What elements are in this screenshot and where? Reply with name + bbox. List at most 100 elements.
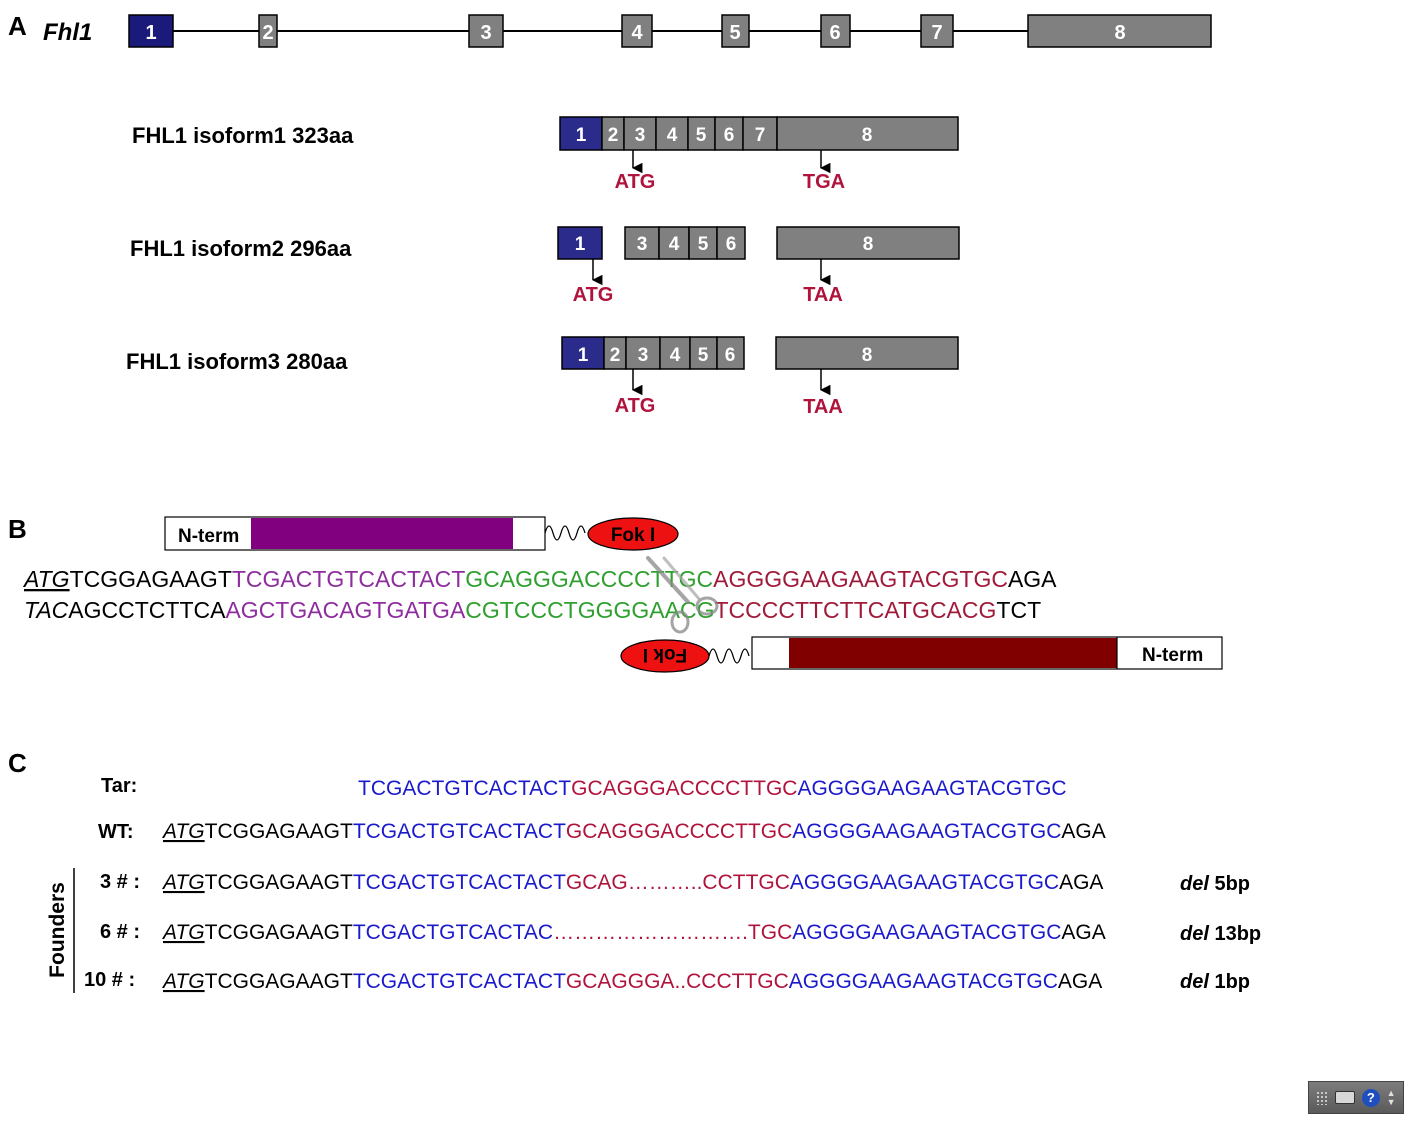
f10-right-arm: AGGGGAAGAAGTACGTGC bbox=[789, 970, 1058, 993]
wt-atg: ATG bbox=[161, 820, 205, 843]
seq-top-atg: ATG bbox=[22, 566, 70, 592]
f6-right-arm: AGGGGAAGAAGTACGTGC bbox=[792, 921, 1061, 944]
row-label-10: 10 # : bbox=[84, 969, 135, 991]
talen-bottom: Fok I N-term bbox=[620, 636, 1223, 673]
panel-b: B N-term Fok I ATGTCGGAGAAGTTCGACTGTCACT… bbox=[8, 514, 1223, 673]
exon-8: 8 bbox=[1027, 14, 1212, 48]
isoform-2: FHL1 isoform2 296aa 1 3 4 5 6 8 ATG TAA bbox=[130, 226, 960, 306]
f10-flank: TCGGAGAAGT bbox=[205, 970, 353, 993]
wt-right-arm: AGGGGAAGAAGTACGTGC bbox=[792, 820, 1061, 843]
seq-row-6: ATGTCGGAGAAGTTCGACTGTCACTAC……………………….TGC… bbox=[161, 921, 1106, 944]
seq-top-flank: TCGGAGAAGT bbox=[70, 566, 232, 592]
del-10-word: del bbox=[1180, 971, 1209, 993]
iso2-exon-6 bbox=[716, 226, 746, 260]
iso3-start-codon: ATG bbox=[615, 395, 656, 417]
iso3-exon-1 bbox=[561, 336, 605, 370]
svg-text:3: 3 bbox=[480, 22, 491, 44]
exon-3: 3 bbox=[468, 14, 504, 48]
seq-bottom: TACAGCCTCTTCAAGCTGACAGTGATGACGTCCCTGGGGA… bbox=[24, 597, 1041, 623]
svg-text:5: 5 bbox=[698, 234, 709, 255]
del-3-size: 5bp bbox=[1214, 873, 1250, 895]
keyboard-icon[interactable] bbox=[1335, 1091, 1356, 1104]
talen-bottom-linker bbox=[708, 648, 750, 664]
svg-text:4: 4 bbox=[667, 125, 678, 146]
viewer-toolbar: ? ▲▼ bbox=[1308, 1081, 1404, 1114]
panel-a: A Fhl1 1 2 3 4 5 6 7 8 FHL1 isoform1 323… bbox=[8, 11, 1212, 418]
iso1-start-codon: ATG bbox=[615, 171, 656, 193]
exon-7: 7 bbox=[920, 14, 954, 48]
f10-atg: ATG bbox=[161, 970, 205, 993]
gene-name: Fhl1 bbox=[43, 19, 92, 46]
exon-1: 1 bbox=[128, 14, 174, 48]
svg-text:4: 4 bbox=[631, 22, 643, 44]
del-10-size: 1bp bbox=[1214, 971, 1250, 993]
f3-right-arm: AGGGGAAGAAGTACGTGC bbox=[790, 871, 1059, 894]
f3-spacer: GCAG………..CCTTGC bbox=[566, 871, 790, 894]
seq-top-left-arm: TCGACTGTCACTACT bbox=[232, 566, 465, 592]
svg-text:2: 2 bbox=[610, 345, 621, 366]
svg-text:4: 4 bbox=[670, 345, 681, 366]
exon-4: 4 bbox=[621, 14, 653, 48]
isoform-1-label: FHL1 isoform1 323aa bbox=[132, 123, 354, 148]
scissors-icon bbox=[646, 556, 719, 634]
iso2-exon-4 bbox=[658, 226, 690, 260]
seq-bottom-left-arm: AGCTGACAGTGATGA bbox=[225, 597, 465, 623]
row-label-3: 3 # : bbox=[100, 871, 140, 893]
panel-b-letter: B bbox=[8, 514, 27, 544]
del-3-word: del bbox=[1180, 873, 1209, 895]
isoform-1: FHL1 isoform1 323aa 1 2 3 4 5 6 7 8 ATG … bbox=[132, 116, 959, 193]
iso3-exon-8 bbox=[775, 336, 959, 370]
seq-bottom-spacer: CGTCCCTGGGGAACG bbox=[465, 597, 714, 623]
svg-text:5: 5 bbox=[698, 345, 709, 366]
svg-text:2: 2 bbox=[262, 22, 273, 44]
svg-text:6: 6 bbox=[829, 22, 840, 44]
tar-left-arm: TCGACTGTCACTACT bbox=[358, 777, 571, 800]
svg-text:3: 3 bbox=[638, 345, 649, 366]
iso2-exon-8 bbox=[776, 226, 960, 260]
fok-top bbox=[587, 517, 679, 551]
svg-text:1: 1 bbox=[575, 234, 586, 255]
del-6-word: del bbox=[1180, 923, 1209, 945]
founders-label: Founders bbox=[46, 882, 69, 978]
iso3-exon-4 bbox=[659, 336, 691, 370]
del-6-size: 13bp bbox=[1214, 923, 1261, 945]
f3-tail: AGA bbox=[1059, 871, 1103, 894]
talen-bottom-dna-binding-domain bbox=[789, 638, 1117, 668]
del-10: del 1bp bbox=[1180, 971, 1250, 993]
panel-a-letter: A bbox=[8, 11, 27, 41]
seq-row-10: ATGTCGGAGAAGTTCGACTGTCACTACTGCAGGGA..CCC… bbox=[161, 970, 1102, 993]
exon-2: 2 bbox=[258, 14, 278, 48]
svg-text:8: 8 bbox=[862, 345, 873, 366]
grip-icon[interactable] bbox=[1316, 1090, 1329, 1105]
f6-tail: AGA bbox=[1061, 921, 1105, 944]
seq-row-tar: TCGACTGTCACTACTGCAGGGACCCCTTGCAGGGGAAGAA… bbox=[358, 777, 1067, 800]
svg-text:6: 6 bbox=[725, 345, 736, 366]
wt-spacer: GCAGGGACCCCTTGC bbox=[566, 820, 792, 843]
seq-top-tail: AGA bbox=[1008, 566, 1057, 592]
svg-text:5: 5 bbox=[729, 22, 740, 44]
seq-top-right-arm: AGGGGAAGAAGTACGTGC bbox=[713, 566, 1008, 592]
del-6: del 13bp bbox=[1180, 923, 1261, 945]
gene-structure: 1 2 3 4 5 6 7 8 bbox=[128, 14, 1212, 48]
svg-text:4: 4 bbox=[669, 234, 680, 255]
scroll-arrows-icon[interactable]: ▲▼ bbox=[1386, 1087, 1396, 1107]
isoform-3-label: FHL1 isoform3 280aa bbox=[126, 349, 348, 374]
iso2-start-codon: ATG bbox=[573, 284, 614, 306]
svg-text:8: 8 bbox=[863, 234, 874, 255]
isoform-2-label: FHL1 isoform2 296aa bbox=[130, 236, 352, 261]
iso2-stop-codon: TAA bbox=[803, 284, 843, 306]
iso3-exon-6 bbox=[716, 336, 745, 370]
seq-top-spacer: GCAGGGACCCCTTGC bbox=[465, 566, 713, 592]
iso2-exon-5 bbox=[688, 226, 718, 260]
exon-5: 5 bbox=[721, 14, 750, 48]
seq-row-wt: ATGTCGGAGAAGTTCGACTGTCACTACTGCAGGGACCCCT… bbox=[161, 820, 1106, 843]
talen-top-linker bbox=[544, 525, 586, 541]
f3-atg: ATG bbox=[161, 871, 205, 894]
svg-text:5: 5 bbox=[696, 125, 707, 146]
wt-left-arm: TCGACTGTCACTACT bbox=[353, 820, 566, 843]
iso2-exon-1 bbox=[557, 226, 603, 260]
panel-c-letter: C bbox=[8, 748, 27, 778]
svg-text:1: 1 bbox=[576, 125, 587, 146]
help-icon[interactable]: ? bbox=[1361, 1088, 1380, 1107]
